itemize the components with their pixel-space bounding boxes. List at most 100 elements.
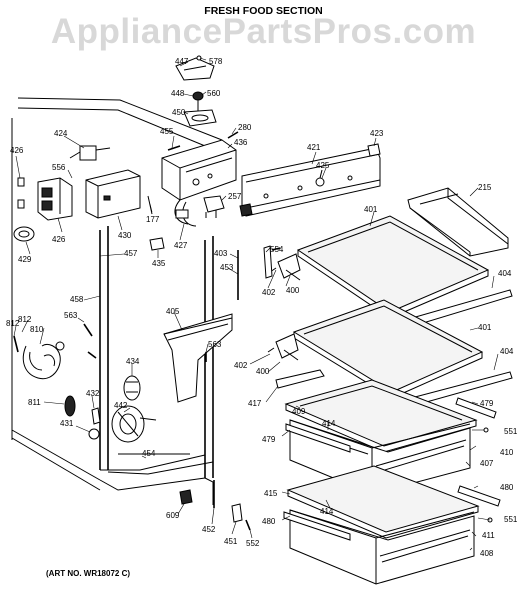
label-810: 810 [30, 325, 44, 334]
label-404-upper: 404 [498, 269, 512, 278]
label-410: 410 [500, 448, 514, 457]
label-404-lower: 404 [500, 347, 514, 356]
bracket-405 [163, 313, 233, 403]
label-556: 556 [52, 163, 66, 172]
label-423: 423 [370, 129, 384, 138]
cabinet-liner [11, 97, 223, 505]
harness-427 [174, 199, 197, 227]
label-280: 280 [238, 123, 252, 132]
label-452: 452 [202, 525, 216, 534]
wire-812-left [13, 335, 19, 353]
motor-434 [123, 375, 141, 401]
control-housing-436 [161, 139, 237, 201]
label-434: 434 [126, 357, 140, 366]
label-552: 552 [246, 539, 260, 548]
part-labels: 447 578 448 560 450 280 424 455 436 421 … [6, 57, 518, 558]
label-578: 578 [209, 57, 223, 66]
section-title: FRESH FOOD SECTION [204, 5, 323, 17]
label-409: 409 [292, 407, 306, 416]
label-414-lower: 414 [320, 507, 334, 516]
shelf-bracket-402-upper [269, 253, 301, 279]
bracket-451 [231, 503, 243, 523]
drawer-408 [289, 509, 475, 585]
label-563-left: 812 [18, 315, 32, 324]
heater-810 [22, 341, 65, 380]
damper-811 [64, 395, 76, 417]
label-411: 411 [482, 531, 495, 540]
label-451: 451 [224, 537, 238, 546]
slide-480-left [283, 511, 351, 541]
knob-425 [315, 169, 325, 187]
label-432: 432 [86, 389, 100, 398]
watermark: AppliancePartsPros.com [50, 12, 477, 51]
label-407: 407 [480, 459, 494, 468]
trim-417 [275, 369, 325, 389]
art-number: (ART NO. WR18072 C) [46, 569, 131, 578]
label-480-left: 480 [262, 517, 276, 526]
label-405: 405 [166, 307, 180, 316]
label-402-upper: 402 [262, 288, 276, 297]
slide-479-left [285, 423, 351, 453]
label-551-upper: 551 [504, 427, 518, 436]
label-458: 458 [70, 295, 84, 304]
drawer-407 [289, 419, 471, 495]
label-479-right: 479 [480, 399, 494, 408]
label-215: 215 [478, 183, 492, 192]
label-563-right: 563 [208, 340, 222, 349]
label-436: 436 [234, 138, 248, 147]
shelf-401-upper [296, 215, 490, 319]
label-421: 421 [307, 143, 321, 152]
label-408: 408 [480, 549, 494, 558]
slide-480-right [457, 485, 501, 507]
knob-429 [13, 226, 35, 242]
label-401-lower: 401 [478, 323, 492, 332]
switch-257 [203, 195, 225, 218]
crisper-cover-409 [284, 379, 478, 453]
label-402-lower: 402 [234, 361, 248, 370]
fan-442 [111, 405, 157, 443]
label-448: 448 [171, 89, 185, 98]
label-403: 403 [214, 249, 228, 258]
screw-563-left [87, 351, 97, 359]
label-447: 447 [175, 57, 189, 66]
label-414-upper: 414 [322, 419, 336, 428]
switch-426 [37, 177, 73, 221]
slide-479-right [455, 397, 497, 419]
label-426-bottom: 426 [52, 235, 66, 244]
label-442: 442 [114, 401, 128, 410]
label-400-upper: 400 [286, 286, 300, 295]
label-177: 177 [146, 215, 160, 224]
label-417: 417 [248, 399, 262, 408]
label-453: 453 [220, 263, 234, 272]
shelf-401-lower [292, 299, 484, 399]
shelf-support-400-upper [285, 269, 301, 281]
label-427: 427 [174, 241, 188, 250]
clip-280 [227, 131, 239, 139]
label-554: 554 [270, 245, 284, 254]
socket-448 [192, 91, 204, 112]
label-455: 455 [160, 127, 174, 136]
label-560: 560 [207, 89, 221, 98]
plug-432 [91, 407, 101, 425]
screws-426 [17, 177, 25, 209]
label-454: 454 [142, 449, 156, 458]
grommet-431 [88, 428, 100, 440]
plug-423 [367, 143, 381, 157]
label-430: 430 [118, 231, 132, 240]
rail-421 [239, 147, 381, 217]
label-457: 457 [124, 249, 138, 258]
label-812-left: 812 [6, 319, 20, 328]
leader-lines [13, 57, 499, 551]
label-400-lower: 400 [256, 367, 270, 376]
label-257: 257 [228, 192, 242, 201]
label-811: 811 [28, 398, 41, 407]
shield-450 [183, 109, 217, 127]
screw-554 [271, 247, 281, 251]
crisper-cover-414-lower [286, 465, 480, 539]
housing-430 [85, 169, 141, 219]
label-425: 425 [316, 161, 330, 170]
shelf-bracket-402-lower [267, 333, 299, 359]
bracket-455 [167, 145, 181, 151]
